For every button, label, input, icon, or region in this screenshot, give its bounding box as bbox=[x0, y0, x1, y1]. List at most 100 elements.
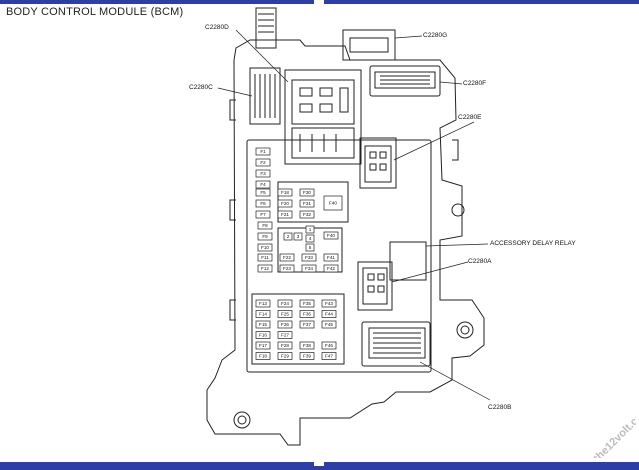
fuse-cell bbox=[255, 188, 271, 197]
fuse-label: F18 bbox=[259, 354, 267, 359]
fuse-label: F27 bbox=[281, 333, 289, 338]
fuse-label: F34 bbox=[305, 266, 313, 271]
fuse-label: F41 bbox=[327, 255, 335, 260]
watermark-text: the12volt.com bbox=[591, 404, 636, 458]
fuse-label: F43 bbox=[325, 301, 333, 306]
fuse-label: F21 bbox=[281, 212, 289, 217]
diagram-title: BODY CONTROL MODULE (BCM) bbox=[6, 6, 184, 18]
fuse-cell bbox=[255, 210, 271, 219]
accessory-delay-relay bbox=[389, 241, 427, 281]
fuse-cell bbox=[255, 310, 271, 318]
fuse-cell bbox=[299, 320, 315, 329]
fuse-area bbox=[246, 139, 432, 373]
mount-hole bbox=[233, 411, 251, 429]
fuse-cell bbox=[321, 341, 337, 350]
fuse-label: F12 bbox=[261, 266, 269, 271]
top-border-notch bbox=[314, 0, 324, 6]
fuse-cell bbox=[255, 199, 271, 208]
fuse-cell bbox=[277, 320, 293, 329]
fuse-label: F39 bbox=[303, 354, 311, 359]
fuse-label: F26 bbox=[281, 322, 289, 327]
fuse-label: 3 bbox=[297, 234, 300, 239]
fuse-cell bbox=[255, 352, 271, 360]
fuse-label: F13 bbox=[259, 301, 267, 306]
callout-c2280d: C2280D bbox=[205, 24, 229, 31]
fuse-label: 5 bbox=[309, 245, 312, 250]
fuse-label: F6 bbox=[260, 201, 266, 206]
fuse-label: F2 bbox=[260, 160, 266, 165]
fuse-cell bbox=[255, 341, 271, 350]
fuse-cell bbox=[257, 221, 273, 230]
fuse-cell bbox=[255, 331, 271, 339]
fuse-cell bbox=[323, 231, 339, 240]
fuse-cell bbox=[255, 299, 271, 308]
fuse-cell bbox=[323, 253, 339, 262]
fuse-cell bbox=[277, 310, 293, 318]
fuse-cell bbox=[321, 310, 337, 318]
fuse-label: F25 bbox=[281, 312, 289, 317]
fuse-cell bbox=[279, 264, 295, 273]
fuse-label: F33 bbox=[305, 255, 313, 260]
fuse-label: F1 bbox=[260, 149, 266, 154]
fuse-cell bbox=[277, 341, 293, 350]
fuse-label: F31 bbox=[303, 201, 311, 206]
fuse-cell bbox=[301, 253, 317, 262]
connector-c2280c bbox=[249, 67, 281, 125]
connector-c2280a bbox=[357, 261, 393, 311]
fuse-cell bbox=[299, 188, 315, 197]
callout-c2280a: C2280A bbox=[468, 258, 492, 265]
callout-c2280b: C2280B bbox=[488, 404, 512, 411]
bottom-border-bar bbox=[0, 462, 639, 470]
fuse-cell bbox=[299, 352, 315, 360]
fuse-cell bbox=[277, 210, 293, 219]
fuse-label: F24 bbox=[281, 301, 289, 306]
fuse-label: F40 bbox=[327, 233, 335, 238]
fuse-label: F30 bbox=[303, 190, 311, 195]
fuse-label: F14 bbox=[259, 312, 267, 317]
fuse-cell bbox=[257, 232, 273, 241]
fuse-cell bbox=[277, 352, 293, 360]
fuse-label: F18 bbox=[281, 190, 289, 195]
connector-c2280g bbox=[342, 29, 396, 61]
fuse-cell bbox=[283, 232, 293, 241]
fuse-cell bbox=[255, 169, 271, 178]
mount-hole bbox=[451, 203, 465, 217]
callout-c2280f: C2280F bbox=[463, 80, 487, 87]
fuse-label: F5 bbox=[260, 190, 266, 195]
connector-c2280b bbox=[361, 321, 431, 367]
fuse-label: F10 bbox=[261, 245, 269, 250]
housing-outline bbox=[206, 39, 485, 446]
fuse-label: F22 bbox=[283, 255, 291, 260]
fuse-label: F29 bbox=[281, 354, 289, 359]
fuse-cell bbox=[277, 188, 293, 197]
fuse-label: F36 bbox=[303, 312, 311, 317]
fuse-cell bbox=[293, 232, 303, 241]
fuse-cell bbox=[305, 225, 315, 234]
fuse-cell bbox=[299, 299, 315, 308]
fuse-label: F8 bbox=[262, 223, 268, 228]
fuse-label: F32 bbox=[303, 212, 311, 217]
fuse-label: F37 bbox=[303, 322, 311, 327]
fuse-label: F15 bbox=[259, 322, 267, 327]
fuse-cell bbox=[305, 234, 315, 243]
fuse-cell bbox=[321, 299, 337, 308]
fuse-label: F16 bbox=[259, 333, 267, 338]
fuse-cell bbox=[321, 352, 337, 360]
callout-c2280g: C2280G bbox=[423, 32, 448, 39]
fuse-label: F9 bbox=[262, 234, 268, 239]
fuse-cell bbox=[299, 310, 315, 318]
fuse-cell bbox=[277, 331, 293, 339]
fuse-label: F23 bbox=[283, 266, 291, 271]
fuse-label: F17 bbox=[259, 343, 267, 348]
callout-c2280c: C2280C bbox=[189, 84, 213, 91]
connector-c2280e bbox=[359, 137, 397, 189]
fuse-label: 4 bbox=[309, 236, 312, 241]
watermark-logo: the12volt.com bbox=[591, 404, 636, 458]
fuse-label: F3 bbox=[260, 171, 266, 176]
fuse-cell bbox=[257, 243, 273, 252]
fuse-label: F47 bbox=[325, 354, 333, 359]
fuse-label: 1 bbox=[309, 227, 312, 232]
fuse-label: F35 bbox=[303, 301, 311, 306]
mount-hole bbox=[456, 321, 474, 339]
